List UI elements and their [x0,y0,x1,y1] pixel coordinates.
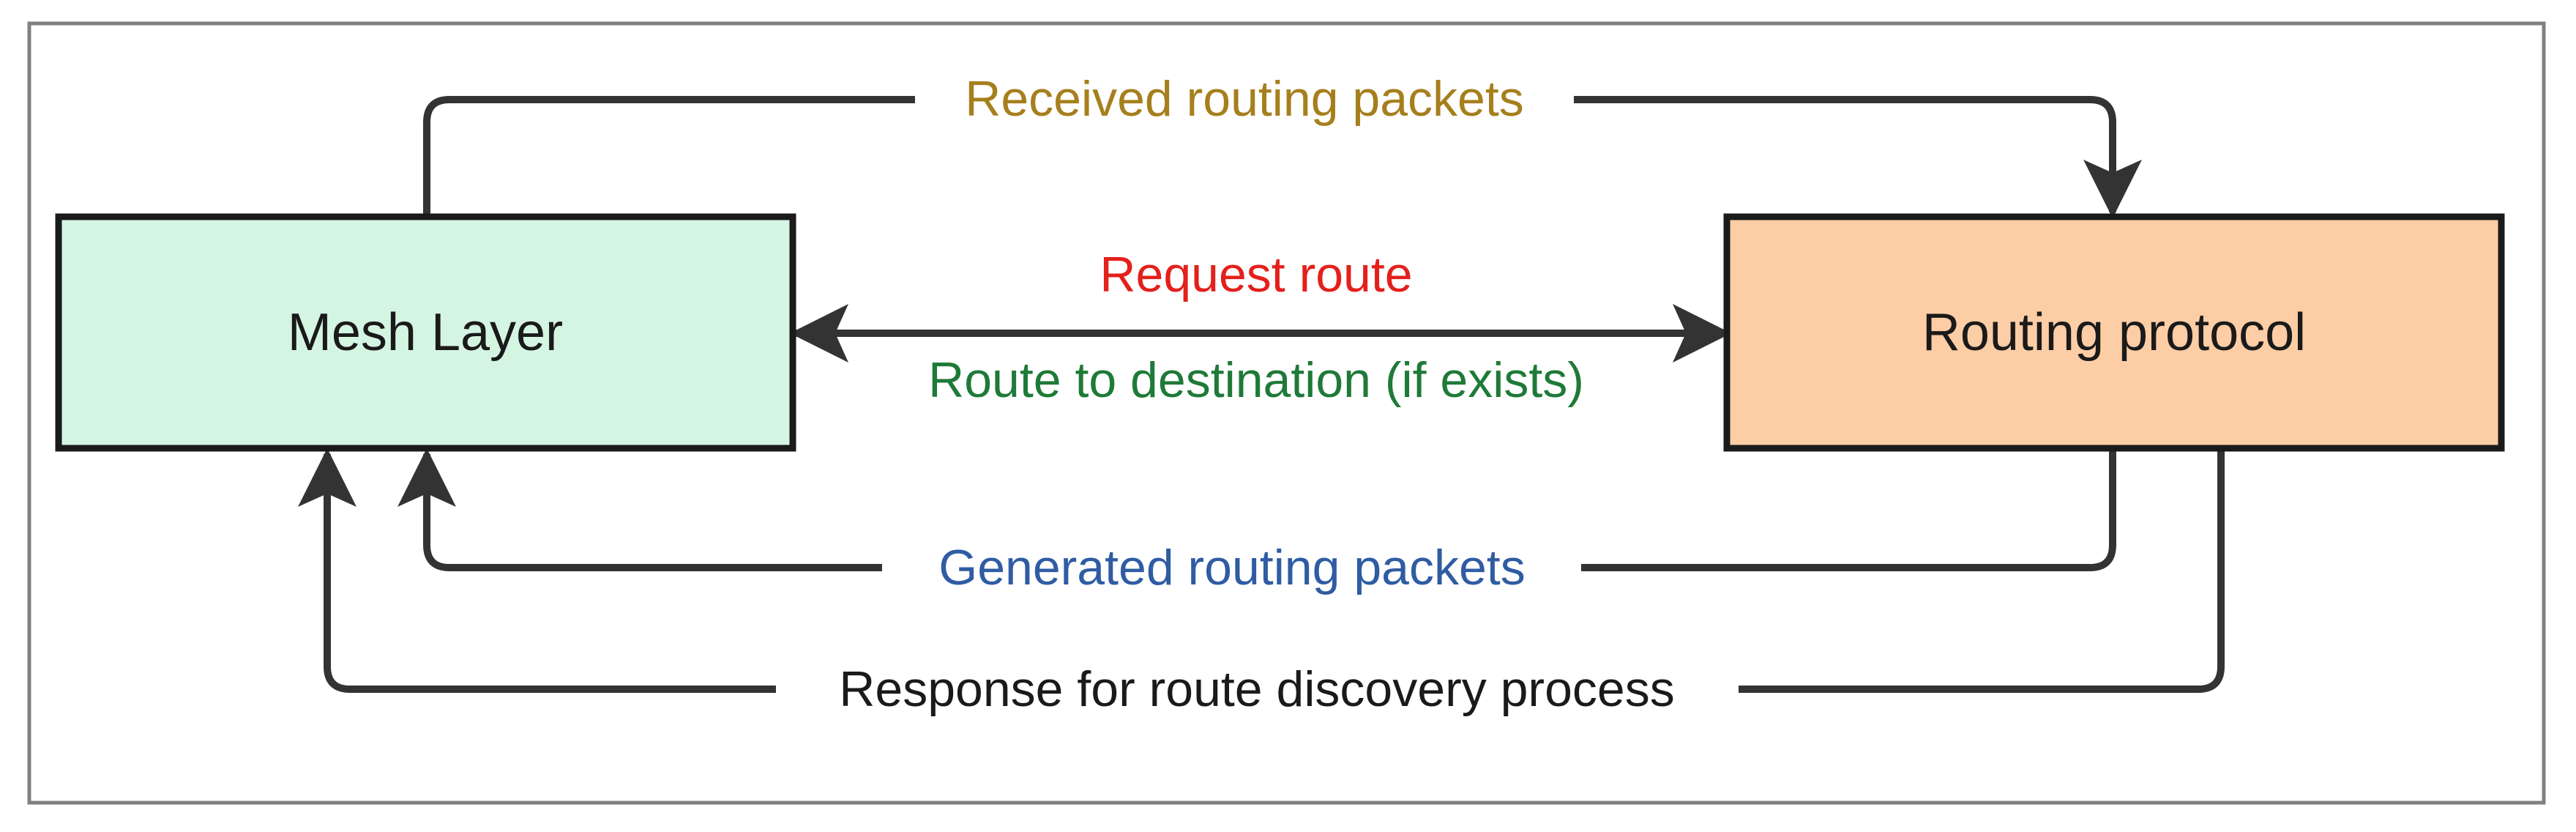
label-bg-generated [882,541,1581,593]
label-received-routing-packets: Received routing packets [965,71,1524,127]
label-request-route: Request route [1100,247,1412,302]
label-response-route-discovery: Response for route discovery process [839,661,1674,717]
node-mesh-layer [55,213,796,452]
label-generated-routing-packets: Generated routing packets [938,540,1525,595]
label-route-to-destination: Route to destination (if exists) [928,352,1584,408]
label-bg-response [776,662,1739,715]
node-routing-protocol-label: Routing protocol [1922,303,2306,362]
diagram-frame [27,21,2546,805]
node-mesh-layer-label: Mesh Layer [288,303,563,362]
label-bg-received [915,73,1574,126]
node-routing-protocol [1723,213,2505,452]
